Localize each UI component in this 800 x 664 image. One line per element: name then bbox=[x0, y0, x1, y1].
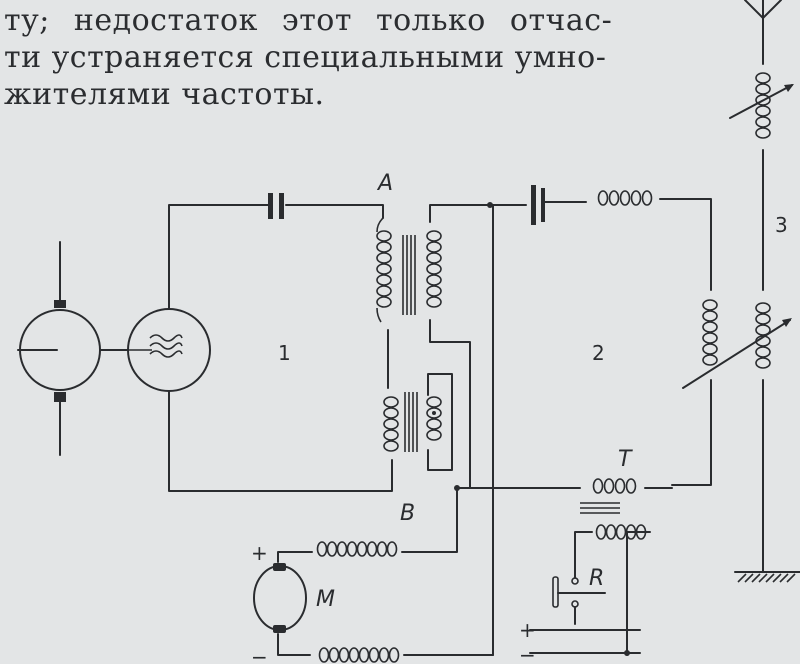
transformer-b-primary-coil-icon bbox=[383, 396, 399, 452]
antenna-coupling-coil-icon bbox=[755, 302, 771, 369]
loading-coil-arrow-icon bbox=[729, 84, 793, 119]
label-battery-plus: + bbox=[519, 618, 536, 642]
ground-icon bbox=[734, 571, 800, 583]
label-transformer-b: B bbox=[400, 501, 415, 526]
circuit-1-wires bbox=[168, 204, 393, 492]
label-transformer-a: A bbox=[376, 171, 393, 196]
circuit-2-coupling-coil-icon bbox=[702, 299, 718, 366]
label-circuit-2: 2 bbox=[592, 341, 605, 365]
text-line-1: ту; недостаток этот только отчас- bbox=[4, 3, 613, 38]
antenna-loading-coil-icon bbox=[755, 72, 771, 139]
transformer-a-core-icon bbox=[402, 235, 416, 315]
capacitor-2-icon bbox=[531, 185, 545, 225]
morse-key-icon bbox=[552, 576, 559, 608]
text-line-2: ти устраняется специальными умно- bbox=[4, 40, 607, 75]
variometer-arrow-icon bbox=[682, 319, 791, 389]
coil-t-core-icon bbox=[580, 502, 620, 514]
label-motor-minus: − bbox=[251, 645, 268, 664]
label-battery-minus: − bbox=[519, 643, 536, 664]
motor-field-coil-bottom-icon bbox=[318, 647, 400, 663]
label-key-r: R bbox=[589, 566, 604, 591]
hf-alternator-icon bbox=[127, 308, 211, 392]
label-circuit-3: 3 bbox=[775, 213, 788, 237]
coil-t-icon bbox=[592, 478, 637, 494]
label-motor-m: M bbox=[316, 587, 335, 612]
label-motor-plus: + bbox=[251, 541, 268, 565]
transformer-b-secondary-coil-icon bbox=[426, 396, 442, 441]
label-coil-t: T bbox=[618, 447, 633, 472]
motor-field-coil-top-icon bbox=[316, 541, 398, 557]
transformer-b-core-icon bbox=[404, 392, 418, 452]
motor-m-icon bbox=[253, 563, 307, 633]
transformer-a-secondary-coil-icon bbox=[426, 230, 442, 308]
label-circuit-1: 1 bbox=[278, 341, 291, 365]
dc-machine-icon bbox=[17, 241, 129, 456]
transformer-a-primary-coil-icon bbox=[376, 217, 392, 323]
antenna-icon bbox=[744, 0, 782, 51]
body-text: ту; недостаток этот только отчас- ти уст… bbox=[4, 2, 694, 113]
circuit-2-top-coil-icon bbox=[597, 190, 653, 206]
capacitor-1-icon bbox=[268, 193, 284, 219]
text-line-3: жителями частоты. bbox=[4, 77, 325, 112]
